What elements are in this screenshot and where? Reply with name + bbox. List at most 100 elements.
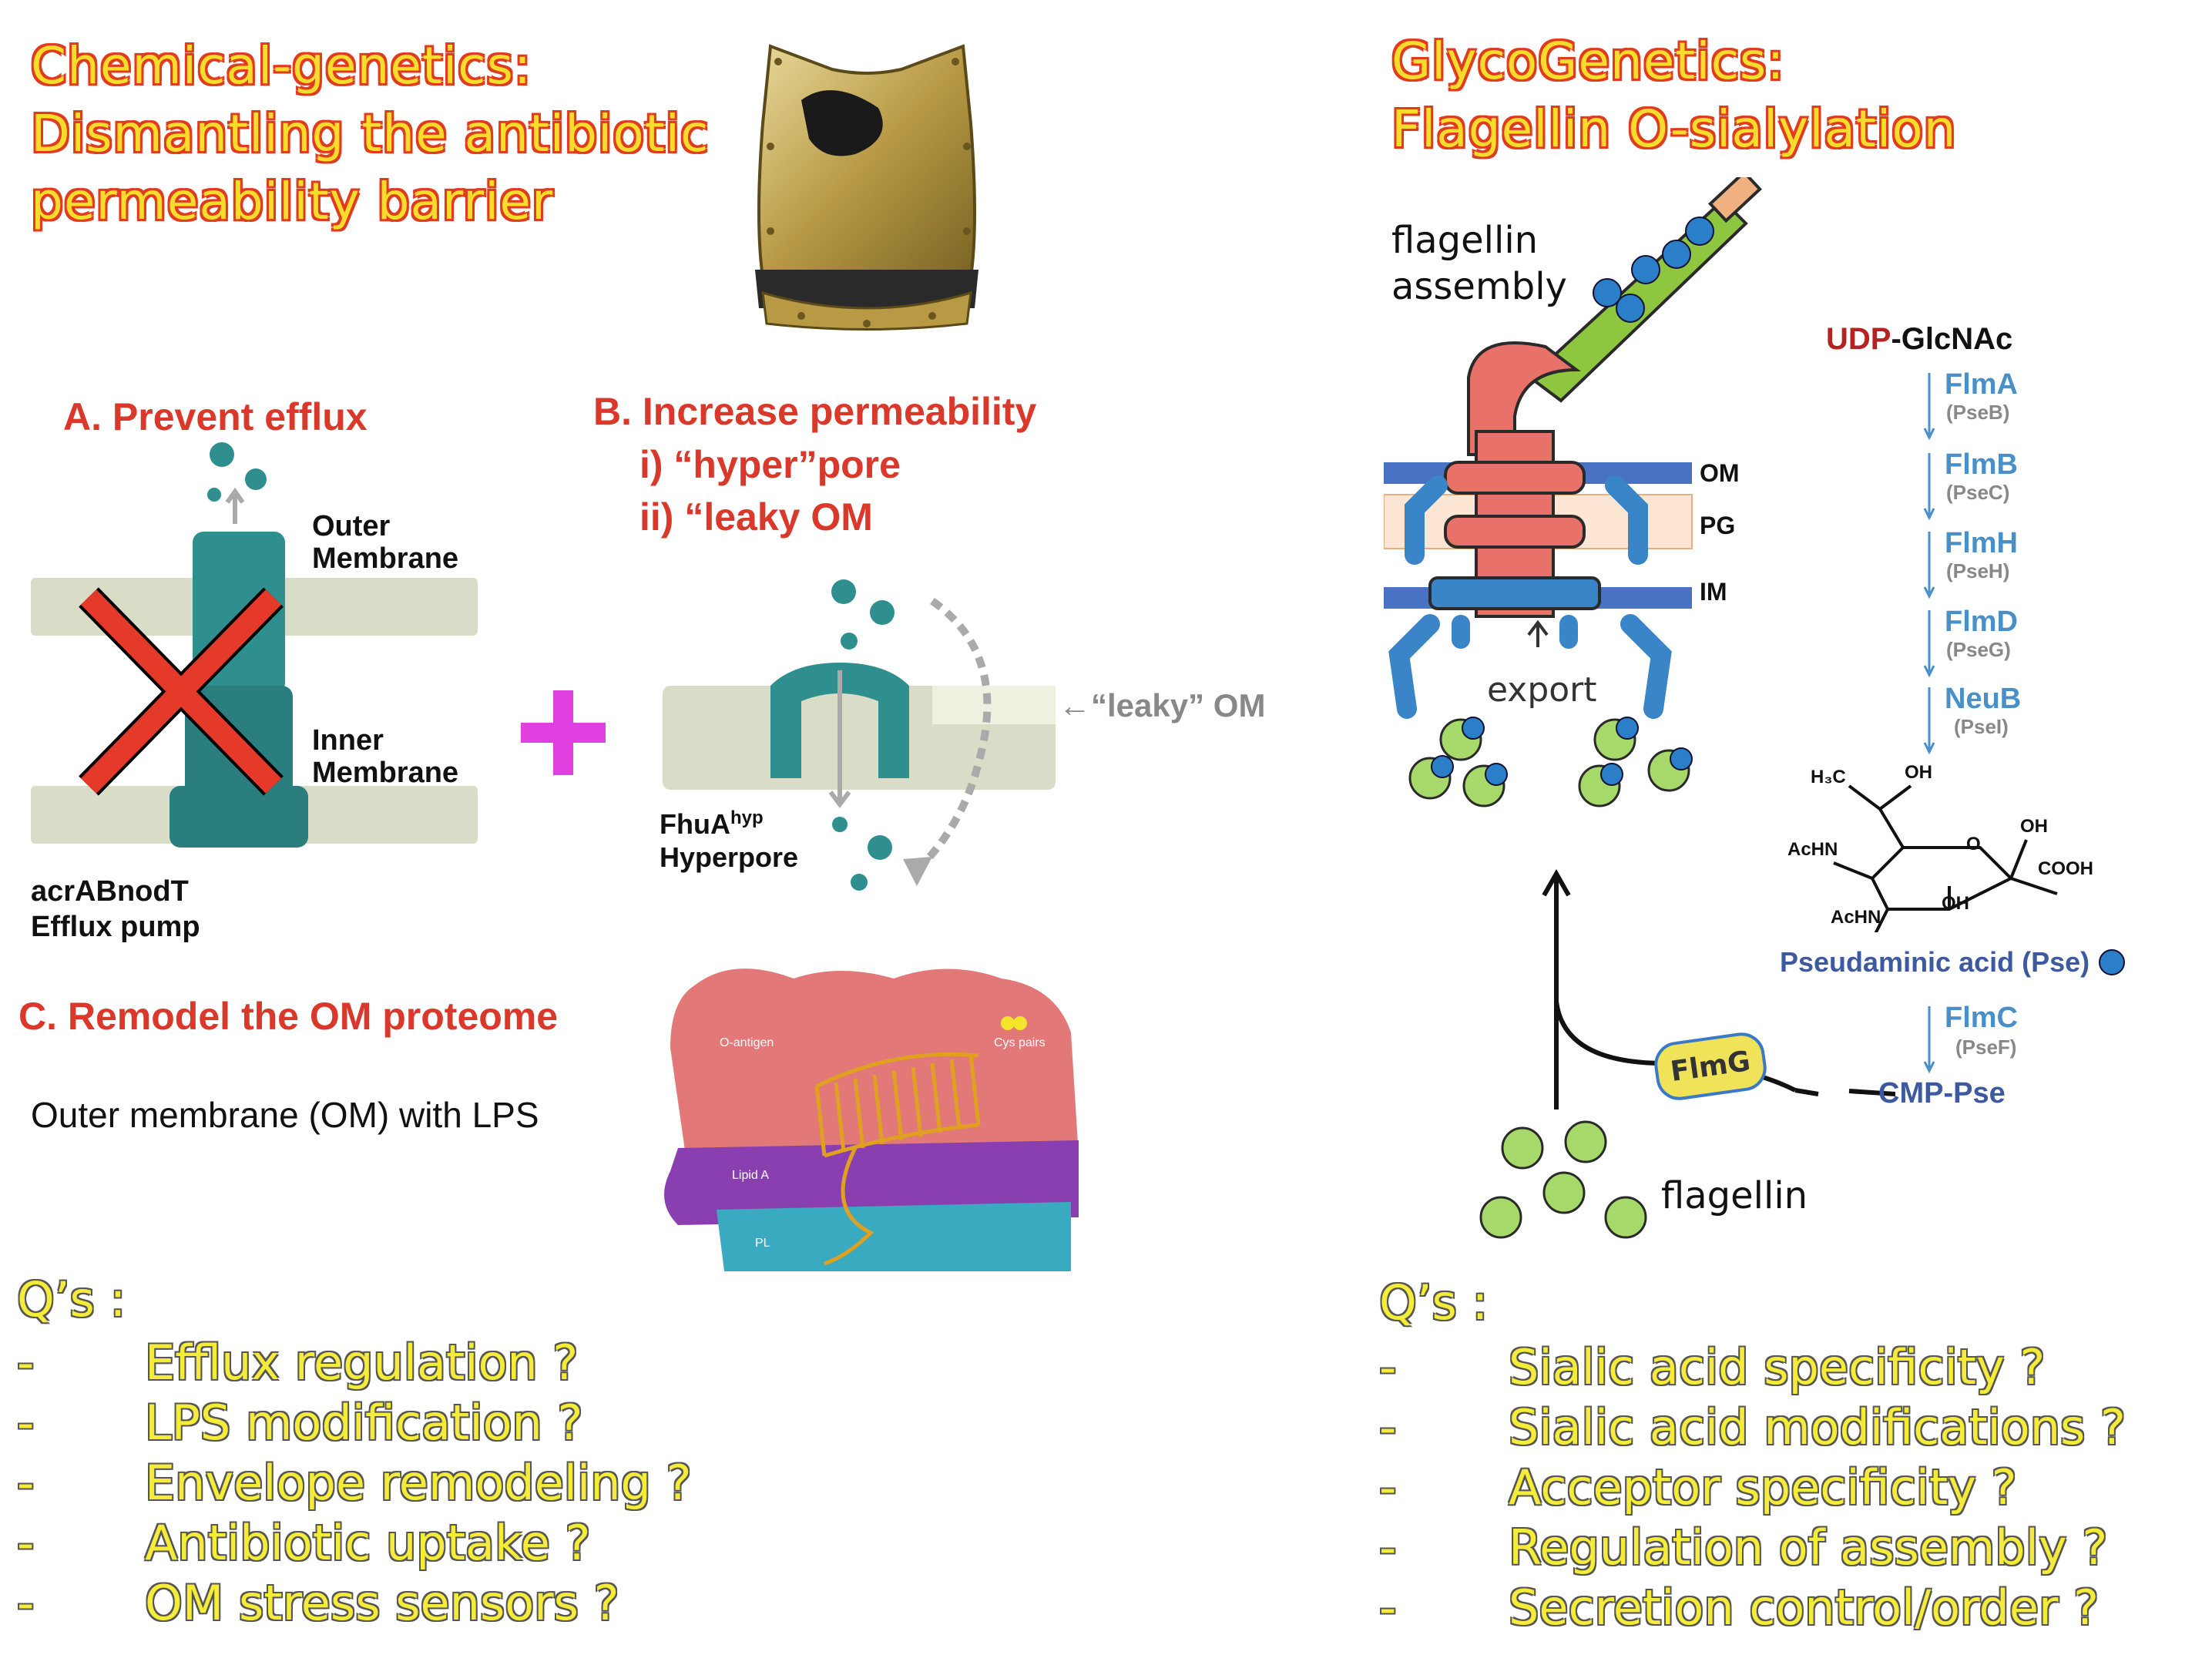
left-questions-header: Q’s : bbox=[17, 1271, 126, 1328]
udp-glcnac-label: UDP-GlcNAc bbox=[1826, 322, 2012, 357]
final-enzyme: FlmC bbox=[1945, 1002, 2018, 1034]
hyperpore-barrel bbox=[770, 663, 909, 778]
flagellum-diagram bbox=[1384, 177, 1762, 807]
right-questions-list: -Sialic acid specificity ? -Sialic acid … bbox=[1379, 1338, 2126, 1638]
pump-label-line: Efflux pump bbox=[31, 911, 200, 943]
o-antigen-region bbox=[670, 968, 1079, 1156]
flmg-pathway-diagram bbox=[1479, 868, 1895, 1239]
question-text: Envelope remodeling ? bbox=[145, 1455, 692, 1511]
question-text: Antibiotic uptake ? bbox=[145, 1515, 591, 1571]
question-row: -Regulation of assembly ? bbox=[1379, 1518, 2126, 1578]
panel-a-label: A. Prevent efflux bbox=[63, 395, 368, 438]
struct-achn: AcHN bbox=[1787, 839, 1838, 860]
inner-membrane-label: Inner Membrane bbox=[312, 724, 458, 789]
question-text: Secretion control/order ? bbox=[1509, 1579, 2100, 1636]
pl-text: PL bbox=[755, 1237, 770, 1250]
panel-c-subtitle: Outer membrane (OM) with LPS bbox=[31, 1095, 539, 1135]
question-row: -Acceptor specificity ? bbox=[1379, 1458, 2126, 1518]
struct-achn: AcHN bbox=[1831, 907, 1881, 928]
question-row: -Antibiotic uptake ? bbox=[17, 1513, 692, 1573]
question-text: Regulation of assembly ? bbox=[1509, 1519, 2108, 1576]
left-title-line: Dismantling the antibiotic bbox=[31, 104, 710, 163]
right-title: GlycoGenetics: Flagellin O-sialylation bbox=[1391, 28, 1956, 163]
final-alias: (PseF) bbox=[1955, 1036, 2017, 1059]
enzyme-alias: (PseG) bbox=[1946, 638, 2011, 661]
efflux-pump-diagram bbox=[31, 442, 478, 848]
flagellin-assembly-label: flagellin assembly bbox=[1391, 217, 1567, 310]
enzyme-alias: (PseI) bbox=[1954, 715, 2009, 738]
enzyme-alias: (PseH) bbox=[1946, 559, 2010, 582]
om-protein-barrel bbox=[814, 1052, 981, 1266]
unmodified-flagellin bbox=[1479, 1120, 1647, 1239]
enzyme-alias: (PseB) bbox=[1946, 401, 2010, 424]
panel-b-item: i) “hyper”pore bbox=[639, 443, 901, 486]
o-antigen-text: O-antigen bbox=[720, 1036, 774, 1049]
question-text: LPS modification ? bbox=[145, 1395, 583, 1451]
question-row: -LPS modification ? bbox=[17, 1393, 692, 1453]
right-title-line: Flagellin O-sialylation bbox=[1391, 99, 1957, 159]
question-row: -Envelope remodeling ? bbox=[17, 1453, 692, 1513]
cys-pairs-text: Cys pairs bbox=[994, 1036, 1046, 1049]
question-text: Sialic acid specificity ? bbox=[1509, 1339, 2046, 1395]
inner-label-line: Inner bbox=[312, 724, 384, 757]
struct-h3c: H₃C bbox=[1811, 767, 1846, 787]
struct-oh: OH bbox=[1905, 762, 1932, 783]
left-title: Chemical-genetics: Dismantling the antib… bbox=[31, 32, 709, 236]
enzyme-name: FlmD bbox=[1945, 606, 2018, 638]
im-label: IM bbox=[1700, 578, 1727, 606]
struct-oh: OH bbox=[2020, 816, 2048, 837]
enzyme-name: FlmA bbox=[1945, 368, 2018, 401]
leaky-om-label: ←“leaky” OM bbox=[1059, 687, 1266, 723]
export-label: export bbox=[1487, 670, 1597, 710]
cmp-pse-label: CMP-Pse bbox=[1878, 1077, 2006, 1109]
struct-o: O bbox=[1966, 834, 1981, 854]
armor-image bbox=[755, 44, 978, 331]
left-questions-list: -Efflux regulation ? -LPS modification ?… bbox=[17, 1333, 692, 1633]
flagellar-hook bbox=[1467, 341, 1581, 456]
question-text: Efflux regulation ? bbox=[145, 1334, 579, 1391]
struct-oh: OH bbox=[1942, 893, 1969, 914]
plus-icon bbox=[521, 690, 606, 775]
om-proteome-render: O-antigen Cys pairs Lipid A PL bbox=[664, 968, 1079, 1271]
pse-glycan-icons bbox=[1593, 217, 1714, 323]
inner-label-line: Membrane bbox=[312, 757, 459, 789]
enzyme-name: FlmB bbox=[1945, 448, 2018, 481]
question-text: Sialic acid modifications ? bbox=[1509, 1399, 2126, 1455]
fhua-label: FhuAhyp bbox=[660, 807, 764, 841]
question-row: -Secretion control/order ? bbox=[1379, 1578, 2126, 1638]
fhua-text: FhuA bbox=[660, 808, 730, 840]
pg-label: PG bbox=[1700, 512, 1736, 539]
outer-label-line: Outer bbox=[312, 510, 391, 542]
question-row: -OM stress sensors ? bbox=[17, 1573, 692, 1633]
hyperpore-diagram bbox=[663, 579, 1056, 891]
question-row: -Efflux regulation ? bbox=[17, 1333, 692, 1393]
panel-b-item: ii) “leaky OM bbox=[639, 495, 873, 539]
lipid-a-region bbox=[664, 1140, 1079, 1225]
question-row: -Sialic acid specificity ? bbox=[1379, 1338, 2126, 1398]
struct-cooh: COOH bbox=[2038, 858, 2093, 879]
pse-star-icon bbox=[2099, 949, 2126, 975]
drug-molecule bbox=[245, 468, 267, 490]
right-questions-header: Q’s : bbox=[1379, 1274, 1489, 1331]
enzyme-alias: (PseC) bbox=[1946, 481, 2010, 504]
pse-label-row: Pseudaminic acid (Pse) bbox=[1780, 945, 2130, 980]
ms-ring bbox=[1428, 576, 1601, 610]
panel-c-label: C. Remodel the OM proteome bbox=[18, 995, 559, 1038]
question-row: -Sialic acid modifications ? bbox=[1379, 1398, 2126, 1458]
assembly-line: assembly bbox=[1391, 265, 1567, 308]
pse-structure: H₃C OH OH AcHN O COOH OH AcHN bbox=[1787, 762, 2093, 932]
enzyme-name: FlmH bbox=[1945, 527, 2018, 559]
efflux-pump-label: acrABnodT Efflux pump bbox=[31, 874, 200, 945]
udp-text: UDP bbox=[1826, 322, 1891, 356]
pump-label-line: acrABnodT bbox=[31, 875, 189, 908]
enzyme-name: NeuB bbox=[1945, 683, 2022, 715]
pse-label: Pseudaminic acid (Pse) bbox=[1780, 946, 2090, 978]
question-text: Acceptor specificity ? bbox=[1509, 1459, 2017, 1516]
glcnac-text: -GlcNAc bbox=[1891, 322, 2013, 356]
outer-label-line: Membrane bbox=[312, 542, 459, 575]
drug-molecule bbox=[210, 442, 234, 467]
question-text: OM stress sensors ? bbox=[145, 1575, 619, 1631]
phospholipid-region bbox=[717, 1202, 1071, 1271]
flagellin-label: flagellin bbox=[1661, 1174, 1808, 1217]
assembly-line: flagellin bbox=[1391, 219, 1539, 262]
